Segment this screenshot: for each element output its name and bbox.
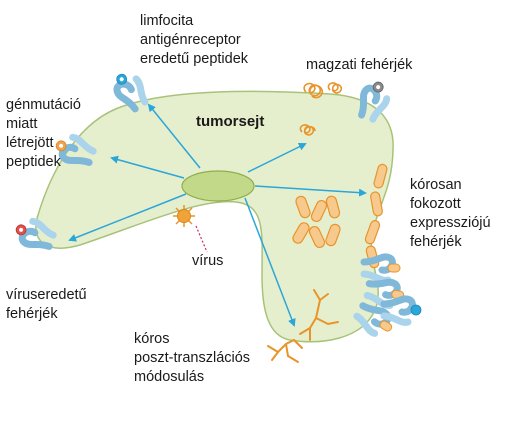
mutation-label-line-4: peptidek	[6, 154, 61, 170]
virus-icon	[173, 205, 195, 227]
lymphocyte-label-line-3: eredetű peptidek	[140, 51, 249, 67]
virus-label: vírus	[192, 253, 224, 269]
receptor-fetal	[358, 81, 391, 123]
overexpressed-label: kórosan fokozott expressziójú fehérjék	[410, 176, 491, 252]
fetal-label: magzati fehérjék	[306, 57, 413, 73]
arrow-to-overexpressed	[254, 185, 367, 197]
overexpressed-label-line-2: fokozott	[410, 196, 461, 212]
receptor-viral	[15, 217, 57, 250]
ptm-glycan-icon	[267, 289, 339, 363]
lymphocyte-label-line-1: limfocita	[140, 13, 194, 29]
virus-pointer-line	[195, 225, 208, 253]
arrow-to-mutation	[110, 155, 185, 179]
arrows	[68, 103, 367, 327]
ptm-label-line-1: kóros	[134, 331, 170, 347]
arrow-to-ptm	[244, 197, 296, 327]
receptor-lymphocyte	[113, 73, 149, 113]
tumor-cell-body	[35, 90, 394, 343]
viral-proteins-label-line-2: fehérjék	[6, 306, 58, 322]
ptm-label: kóros poszt-transzlációs módosulás	[134, 330, 250, 387]
receptor-right-4	[380, 295, 422, 326]
lymphocyte-label: limfocita antigénreceptor eredetű peptid…	[140, 12, 248, 69]
overexpressed-label-line-3: expressziójú	[410, 215, 491, 231]
arrow-to-lymphocyte	[147, 103, 201, 169]
mutation-label-line-1: génmutáció	[6, 97, 81, 113]
fetal-protein-icon	[299, 82, 343, 136]
cell-nucleus	[181, 170, 255, 202]
viral-proteins-label: víruseredetű fehérjék	[6, 286, 87, 324]
mutation-label: génmutáció miatt létrejött peptidek	[6, 96, 81, 172]
overexpressed-cytoplasm-proteins	[292, 195, 341, 249]
ptm-label-line-2: poszt-transzlációs	[134, 350, 251, 366]
mutation-label-line-2: miatt	[6, 116, 38, 132]
arrow-to-viral-proteins	[68, 193, 187, 242]
viral-proteins-label-line-1: víruseredetű	[6, 287, 87, 303]
overexpressed-label-line-4: fehérjék	[410, 234, 462, 250]
arrow-to-fetal	[247, 143, 307, 173]
overexpressed-label-line-1: kórosan	[410, 177, 462, 193]
mutation-label-line-3: létrejött	[6, 135, 54, 151]
receptor-mutation	[55, 133, 97, 166]
lymphocyte-label-line-2: antigénreceptor	[140, 32, 241, 48]
cell-label: tumorsejt	[196, 113, 265, 130]
ptm-label-line-3: módosulás	[134, 369, 205, 385]
